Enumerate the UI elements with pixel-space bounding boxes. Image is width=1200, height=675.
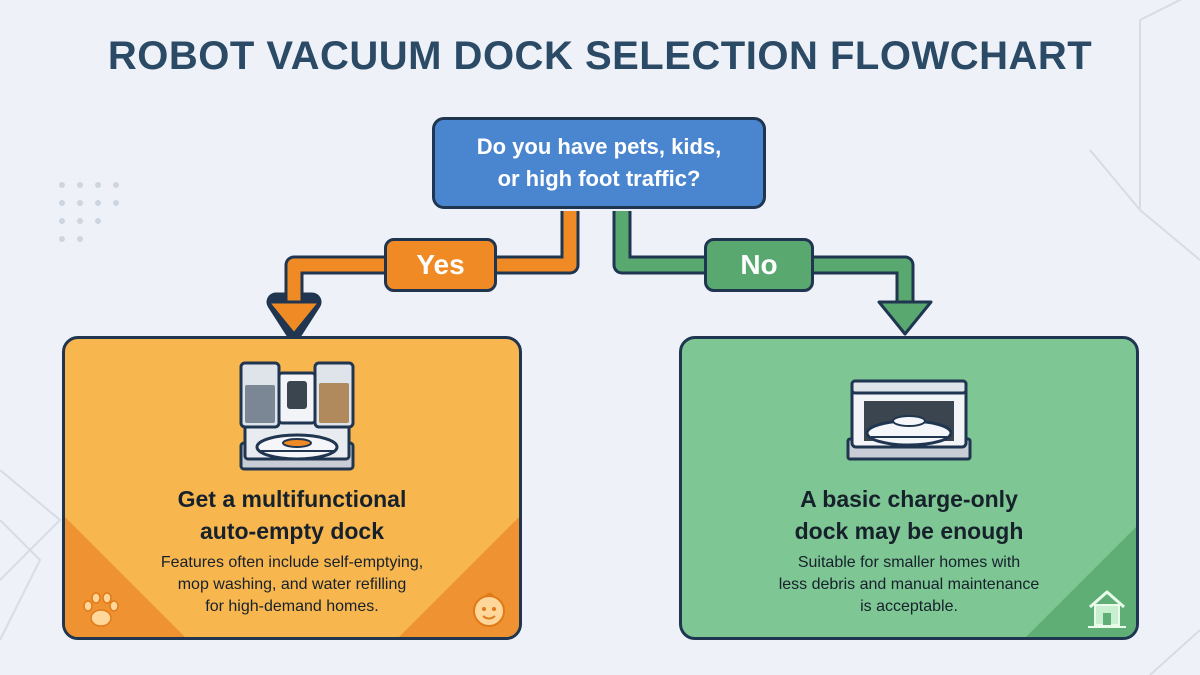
multifunctional-dock-icon [239, 361, 355, 471]
no-branch-label: No [704, 238, 814, 292]
paw-icon [83, 592, 119, 627]
yes-outcome-card: Get a multifunctional auto-empty dock Fe… [62, 336, 522, 640]
yes-card-heading: Get a multifunctional auto-empty dock [177, 486, 407, 544]
card-corner-decoration [65, 517, 185, 637]
yes-branch-label: Yes [384, 238, 497, 292]
yes-arrowhead [266, 300, 322, 336]
no-card-heading: A basic charge-only dock may be enough [794, 486, 1024, 544]
yes-card-description: Features often include self-emptying, mo… [160, 554, 424, 615]
page-title: ROBOT VACUUM DOCK SELECTION FLOWCHART [107, 34, 1093, 78]
house-icon [1088, 590, 1126, 628]
no-card-description: Suitable for smaller homes with less deb… [778, 554, 1040, 615]
decision-question-box: Do you have pets, kids, or high foot tra… [432, 117, 766, 209]
no-outcome-card: A basic charge-only dock may be enough S… [679, 336, 1139, 640]
charge-dock-icon [846, 379, 972, 461]
baby-icon [473, 592, 505, 627]
no-arrowhead [877, 300, 933, 336]
